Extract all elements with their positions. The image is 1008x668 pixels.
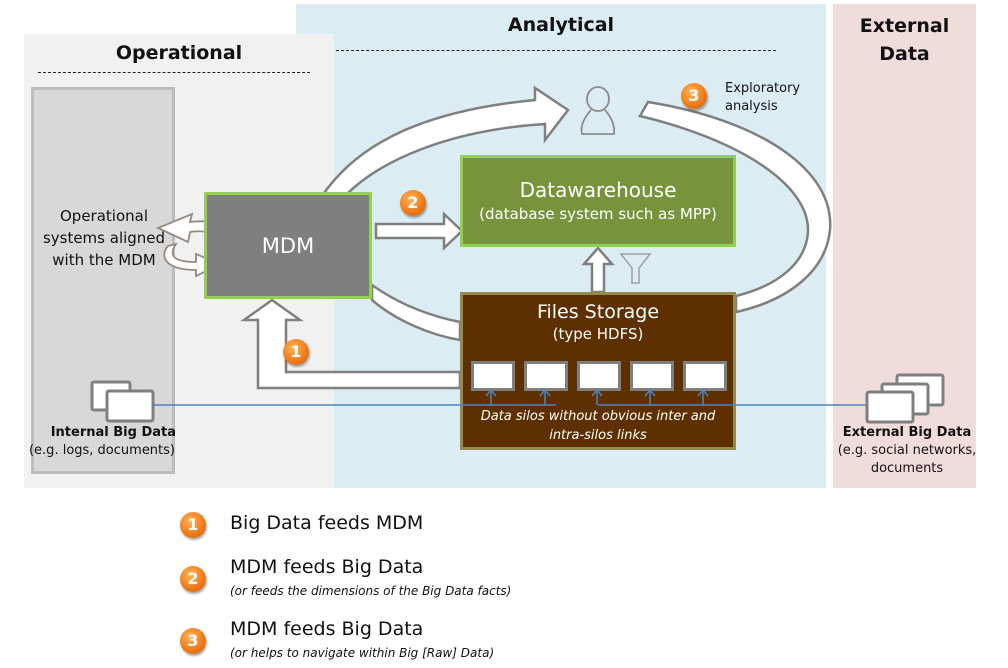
external-big-data-title: External Big Data [833, 424, 981, 442]
funnel-icon [619, 253, 652, 284]
legend-sub-2: (or feeds the dimensions of the Big Data… [230, 584, 512, 598]
files-storage-title: Files Storage [536, 301, 660, 323]
mdm-label: MDM [261, 233, 315, 258]
legend-sub-3: (or helps to navigate within Big [Raw] D… [230, 646, 495, 660]
internal-big-data-label: Internal Big Data (e.g. logs, documents) [28, 424, 176, 460]
analytical-title: Analytical [507, 14, 615, 36]
fs-note-line1: Data silos without obvious inter and [480, 409, 716, 424]
arrow-fs-to-dw [581, 246, 615, 294]
silo-arrowhead [697, 388, 709, 397]
arrow-big-data-to-mdm [240, 298, 462, 390]
legend-main-2: MDM feeds Big Data [230, 556, 424, 578]
ring-arrow-left [319, 85, 570, 198]
operational-divider [38, 72, 310, 73]
data-silo [471, 361, 515, 391]
op-line1: Operational [59, 207, 148, 225]
legend-main-3: MDM feeds Big Data [230, 618, 424, 640]
external-big-data-title-text: External Big Data [842, 425, 972, 440]
legend-badge-3: 3 [180, 628, 206, 654]
analytical-divider [336, 50, 776, 51]
datawarehouse-title: Datawarehouse [519, 178, 677, 202]
external-title: External Data [833, 12, 976, 68]
datawarehouse-subtitle: (database system such as MPP) [479, 205, 717, 223]
user-icon [580, 86, 616, 135]
exploratory-line1: Exploratory [725, 81, 801, 96]
mdm-box: MDM [204, 192, 372, 299]
legend-badge-2: 2 [180, 566, 206, 592]
op-line2: systems aligned [42, 229, 166, 247]
files-storage-box: Files Storage (type HDFS) Data silos wit… [460, 292, 736, 450]
data-silo [577, 361, 621, 391]
internal-big-data-title: Internal Big Data [28, 424, 176, 442]
exploratory-label: Exploratory analysis [725, 80, 800, 116]
fs-note-line2: intra-silos links [549, 428, 647, 443]
ring-arrow-right [638, 100, 832, 314]
external-title-line1: External [859, 15, 950, 37]
legend-badge-1: 1 [180, 512, 206, 538]
arrow-mdm-to-dw [374, 211, 464, 251]
internal-big-data-subtitle: (e.g. logs, documents) [28, 443, 175, 458]
operational-systems-label: Operational systems aligned with the MDM [34, 205, 174, 271]
silo-arrowhead [539, 388, 551, 397]
data-silo [630, 361, 674, 391]
external-doc-front [865, 390, 915, 424]
external-title-line2: Data [879, 43, 930, 65]
files-storage-note: Data silos without obvious inter and int… [463, 407, 733, 445]
files-storage-subtitle: (type HDFS) [552, 325, 644, 343]
data-silo [524, 361, 568, 391]
op-line3: with the MDM [52, 251, 156, 269]
operational-title: Operational [115, 42, 243, 64]
badge-3: 3 [681, 83, 707, 109]
datawarehouse-box: Datawarehouse (database system such as M… [460, 155, 736, 247]
external-big-data-subtitle-2: documents [870, 461, 944, 476]
legend-main-1: Big Data feeds MDM [230, 512, 424, 534]
badge-1: 1 [283, 339, 309, 365]
silo-arrowhead [591, 388, 603, 397]
internal-doc-front [105, 389, 155, 423]
external-big-data-subtitle-1: (e.g. social networks, [837, 443, 977, 458]
data-silo [683, 361, 727, 391]
silo-arrowhead [485, 388, 497, 397]
silo-arrowhead [644, 388, 656, 397]
exploratory-line2: analysis [725, 99, 778, 114]
external-big-data-label: External Big Data (e.g. social networks,… [833, 424, 981, 478]
badge-2: 2 [400, 190, 426, 216]
internal-big-data-title-text: Internal Big Data [50, 425, 176, 440]
